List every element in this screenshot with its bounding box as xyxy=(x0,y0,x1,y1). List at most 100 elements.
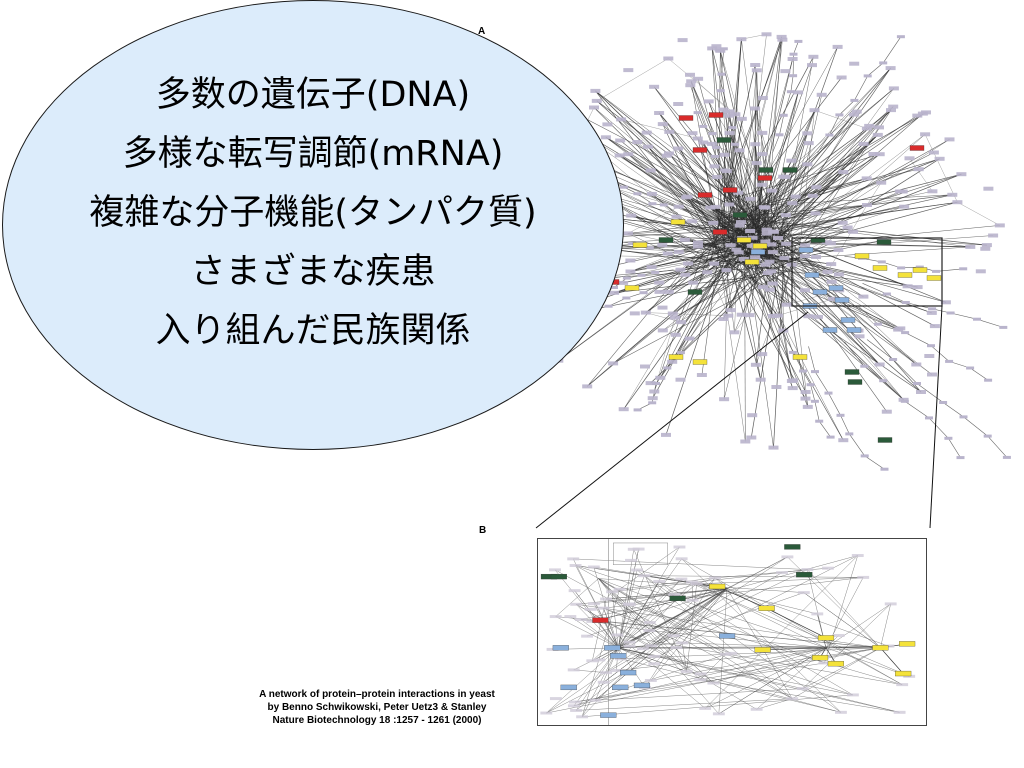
undefined xyxy=(724,109,735,114)
undefined xyxy=(832,633,845,637)
undefined xyxy=(876,180,887,185)
undefined xyxy=(648,401,657,405)
undefined xyxy=(649,84,660,89)
undefined xyxy=(762,264,792,288)
undefined xyxy=(623,68,634,73)
undefined xyxy=(667,634,680,638)
undefined xyxy=(600,597,612,601)
undefined xyxy=(657,305,668,310)
undefined xyxy=(600,671,613,675)
undefined xyxy=(798,247,814,253)
undefined xyxy=(676,320,686,325)
undefined xyxy=(980,246,991,251)
undefined xyxy=(683,261,694,266)
undefined xyxy=(629,311,640,316)
undefined xyxy=(902,284,913,289)
undefined xyxy=(693,240,703,245)
undefined xyxy=(844,369,860,375)
undefined xyxy=(696,583,827,649)
undefined xyxy=(711,154,719,158)
undefined xyxy=(849,61,860,66)
undefined xyxy=(658,237,674,243)
undefined xyxy=(750,63,761,67)
undefined xyxy=(945,359,954,363)
undefined xyxy=(686,671,841,713)
undefined xyxy=(643,144,653,149)
undefined xyxy=(895,326,906,331)
undefined xyxy=(621,119,698,139)
undefined xyxy=(776,34,787,39)
undefined xyxy=(680,338,690,353)
undefined xyxy=(863,74,872,78)
undefined xyxy=(728,126,737,130)
undefined xyxy=(655,375,666,380)
undefined xyxy=(603,577,864,609)
undefined xyxy=(928,150,939,155)
undefined xyxy=(880,467,889,471)
undefined xyxy=(618,647,655,664)
undefined xyxy=(711,48,736,252)
undefined xyxy=(924,134,958,203)
undefined xyxy=(618,630,650,649)
undefined xyxy=(786,220,809,407)
undefined xyxy=(598,578,652,646)
protein-network-panel-b xyxy=(537,538,927,726)
undefined xyxy=(912,113,923,118)
undefined xyxy=(679,237,690,242)
undefined xyxy=(718,647,827,715)
undefined xyxy=(659,581,675,595)
undefined xyxy=(708,220,719,225)
undefined xyxy=(872,265,888,271)
undefined xyxy=(622,276,631,280)
undefined xyxy=(707,681,720,685)
undefined xyxy=(904,156,915,161)
undefined xyxy=(802,162,813,167)
undefined xyxy=(837,220,848,225)
undefined xyxy=(885,66,896,71)
undefined xyxy=(555,616,619,649)
undefined xyxy=(615,138,626,143)
undefined xyxy=(640,364,650,369)
network-b-nodes xyxy=(540,542,916,719)
undefined xyxy=(999,325,1008,329)
undefined xyxy=(643,629,656,632)
undefined xyxy=(721,268,732,273)
undefined xyxy=(699,124,708,128)
undefined xyxy=(895,670,912,677)
undefined xyxy=(904,332,932,346)
undefined xyxy=(703,99,714,104)
undefined xyxy=(568,700,581,704)
undefined xyxy=(749,265,759,316)
undefined xyxy=(736,116,747,121)
undefined xyxy=(807,193,818,198)
undefined xyxy=(763,39,783,220)
undefined xyxy=(663,366,672,370)
undefined xyxy=(755,266,908,287)
undefined xyxy=(625,269,636,274)
undefined xyxy=(676,641,689,645)
undefined xyxy=(700,647,881,675)
undefined xyxy=(708,101,791,233)
undefined xyxy=(708,132,717,136)
undefined xyxy=(793,90,804,95)
undefined xyxy=(836,413,845,417)
undefined xyxy=(633,549,677,648)
undefined xyxy=(817,635,835,641)
undefined xyxy=(661,153,672,158)
undefined xyxy=(727,118,743,231)
undefined xyxy=(609,290,620,295)
undefined xyxy=(927,344,935,348)
undefined xyxy=(645,246,654,250)
undefined xyxy=(810,384,816,402)
undefined xyxy=(807,63,817,68)
undefined xyxy=(685,83,696,88)
undefined xyxy=(729,330,740,335)
undefined xyxy=(549,615,562,619)
undefined xyxy=(836,75,847,80)
undefined xyxy=(687,131,698,136)
undefined xyxy=(574,645,889,703)
undefined xyxy=(677,38,688,43)
undefined xyxy=(668,258,730,293)
undefined xyxy=(723,158,940,224)
undefined xyxy=(777,191,933,225)
